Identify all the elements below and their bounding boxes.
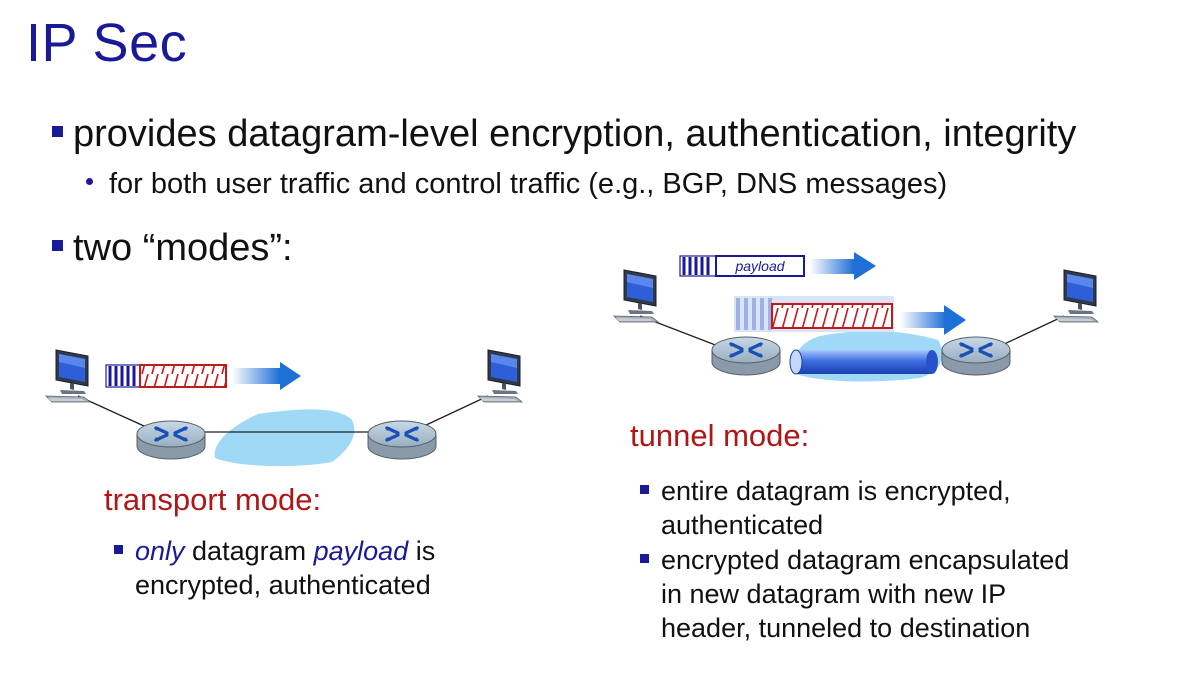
computer-icon xyxy=(45,349,91,403)
arrow-icon xyxy=(900,305,966,335)
page-title: IP Sec xyxy=(26,13,188,73)
transport-mode-diagram xyxy=(45,349,523,467)
desc-text: authenticated xyxy=(661,510,824,540)
desc-text: in new datagram with new IP xyxy=(661,579,1007,609)
tunnel-pipe-icon xyxy=(789,349,938,375)
desc-text: is xyxy=(408,536,436,566)
square-bullet-icon xyxy=(52,126,63,138)
router-icon xyxy=(710,335,782,377)
arrow-icon xyxy=(810,252,876,280)
bullet-main-2: two “modes”: xyxy=(52,227,293,270)
packet-icon xyxy=(105,364,227,388)
bullet-main-2-text: two “modes”: xyxy=(73,227,293,269)
router-icon xyxy=(940,335,1012,377)
computer-icon xyxy=(477,349,523,403)
packet-icon: payload xyxy=(679,255,805,277)
bullet-sub-1-text: for both user traffic and control traffi… xyxy=(109,168,948,200)
computer-icon xyxy=(613,269,659,323)
bullet-main-1: provides datagram-level encryption, auth… xyxy=(52,113,1076,156)
desc-text: encrypted datagram encapsulated xyxy=(661,545,1070,575)
computer-icon xyxy=(1053,269,1099,323)
network-cloud-icon xyxy=(214,409,355,467)
square-bullet-icon xyxy=(640,485,649,495)
router-icon xyxy=(135,419,207,461)
transport-mode-description: only datagram payload is encrypted, auth… xyxy=(114,534,435,602)
square-bullet-icon xyxy=(114,545,123,555)
payload-emphasis: payload xyxy=(313,536,409,566)
bullet-sub-1: for both user traffic and control traffi… xyxy=(86,168,947,201)
tunnel-bullet-1: entire datagram is encrypted, authentica… xyxy=(640,474,1011,542)
tunnel-bullet-2: encrypted datagram encapsulated in new d… xyxy=(640,543,1069,645)
dot-bullet-icon xyxy=(86,177,93,185)
only-emphasis: only xyxy=(135,536,185,566)
desc-text: entire datagram is encrypted, xyxy=(661,476,1011,506)
desc-text: datagram xyxy=(184,536,314,566)
square-bullet-icon xyxy=(52,240,63,252)
bullet-main-1-text: provides datagram-level encryption, auth… xyxy=(73,113,1077,155)
router-icon xyxy=(366,419,438,461)
tunnel-mode-title: tunnel mode: xyxy=(630,418,810,453)
encapsulated-packet-icon xyxy=(734,296,894,332)
square-bullet-icon xyxy=(640,554,649,564)
arrow-icon xyxy=(232,362,301,390)
desc-text: encrypted, authenticated xyxy=(135,570,431,600)
packet-payload-label: payload xyxy=(734,258,785,274)
transport-mode-title: transport mode: xyxy=(104,482,322,517)
tunnel-mode-diagram: payload xyxy=(613,252,1099,382)
desc-text: header, tunneled to destination xyxy=(661,613,1031,643)
